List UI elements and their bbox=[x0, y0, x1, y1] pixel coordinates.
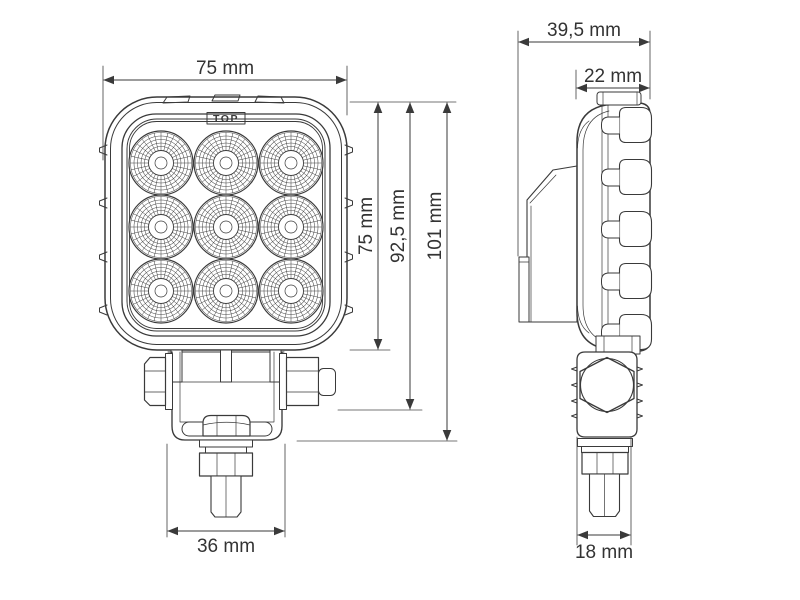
front-side-notches bbox=[99, 144, 353, 316]
top-marking-label: TOP bbox=[213, 113, 239, 125]
front-bracket bbox=[143, 349, 336, 518]
dim-label-front-width: 75 mm bbox=[196, 58, 254, 79]
side-connector bbox=[518, 165, 578, 323]
dim-label-mount-height: 92,5 mm bbox=[388, 189, 409, 263]
side-bracket bbox=[571, 335, 643, 518]
front-top-tabs bbox=[162, 94, 285, 104]
side-bracket-serrations bbox=[571, 366, 643, 419]
dim-label-overall-height: 101 mm bbox=[425, 192, 446, 261]
dimension-overall-height: 101 mm bbox=[296, 102, 458, 442]
front-view: TOP bbox=[99, 94, 353, 518]
dim-label-overall-depth: 39,5 mm bbox=[547, 20, 621, 41]
side-view bbox=[518, 91, 653, 518]
side-pivot-hex bbox=[579, 356, 635, 414]
dim-label-bracket-depth: 18 mm bbox=[575, 542, 633, 563]
dimension-mount-height: 92,5 mm bbox=[337, 102, 423, 411]
dimension-overall-depth: 39,5 mm bbox=[517, 20, 651, 257]
dimension-front-width: 75 mm bbox=[102, 58, 348, 161]
dimension-bracket-depth: 18 mm bbox=[575, 436, 633, 563]
dim-label-bracket-width: 36 mm bbox=[197, 536, 255, 557]
dim-label-body-depth: 22 mm bbox=[584, 66, 642, 87]
dimension-bracket-width: 36 mm bbox=[166, 443, 286, 557]
dimension-body-depth: 22 mm bbox=[575, 66, 650, 100]
dimension-body-height: 75 mm bbox=[349, 101, 457, 351]
dim-label-body-height: 75 mm bbox=[356, 197, 377, 255]
led-array bbox=[128, 130, 324, 324]
